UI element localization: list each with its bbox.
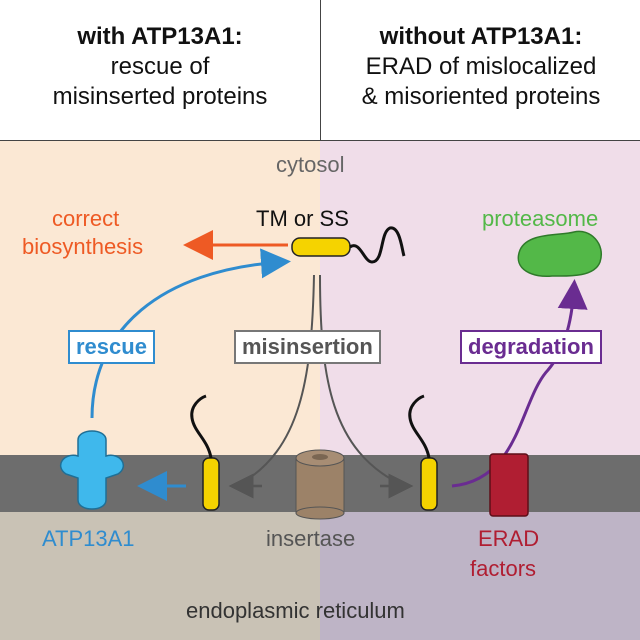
erad-factors-shape (489, 453, 529, 517)
label-endoplasmic-reticulum: endoplasmic reticulum (186, 598, 405, 623)
header-left-line2: misinserted proteins (52, 83, 268, 110)
tm-tail-left (190, 394, 213, 459)
header-left: with ATP13A1: rescue of misinserted prot… (0, 0, 320, 141)
header-left-text: with ATP13A1: rescue of misinserted prot… (0, 22, 320, 112)
tm-tail-cytosol (349, 226, 406, 264)
insertase-shape (295, 449, 345, 520)
tm-segment-cytosol (291, 237, 351, 257)
label-rescue: rescue (68, 330, 155, 364)
header-right-line2: & misoriented proteins (361, 83, 601, 110)
header-right-line1: ERAD of mislocalized (365, 53, 597, 80)
header-right-title: without ATP13A1: (379, 23, 583, 50)
label-insertase: insertase (266, 526, 356, 551)
header-right: without ATP13A1: ERAD of mislocalized & … (320, 0, 640, 141)
atp13a1-shape (60, 430, 124, 510)
proteasome-shape (517, 230, 603, 278)
er-right-region (320, 512, 640, 640)
header-right-text: without ATP13A1: ERAD of mislocalized & … (321, 22, 640, 112)
label-proteasome: proteasome (482, 206, 599, 231)
label-degradation: degradation (460, 330, 602, 364)
label-correct: correct (52, 206, 120, 231)
label-atp13a1: ATP13A1 (42, 526, 135, 551)
header-left-line1: rescue of (110, 53, 210, 80)
label-misinsertion: misinsertion (234, 330, 381, 364)
label-biosynthesis: biosynthesis (22, 234, 144, 259)
tm-segment-right (420, 457, 438, 511)
label-factors: factors (470, 556, 537, 581)
arrow-rescue (90, 248, 291, 419)
label-erad: ERAD (478, 526, 540, 551)
tm-segment-left (202, 457, 220, 511)
er-left-region (0, 512, 320, 640)
label-tm-ss: TM or SS (256, 206, 349, 231)
misinsertion-paths (239, 274, 401, 485)
tm-tail-right (408, 394, 431, 459)
header-left-title: with ATP13A1: (77, 23, 243, 50)
label-cytosol: cytosol (276, 152, 345, 177)
